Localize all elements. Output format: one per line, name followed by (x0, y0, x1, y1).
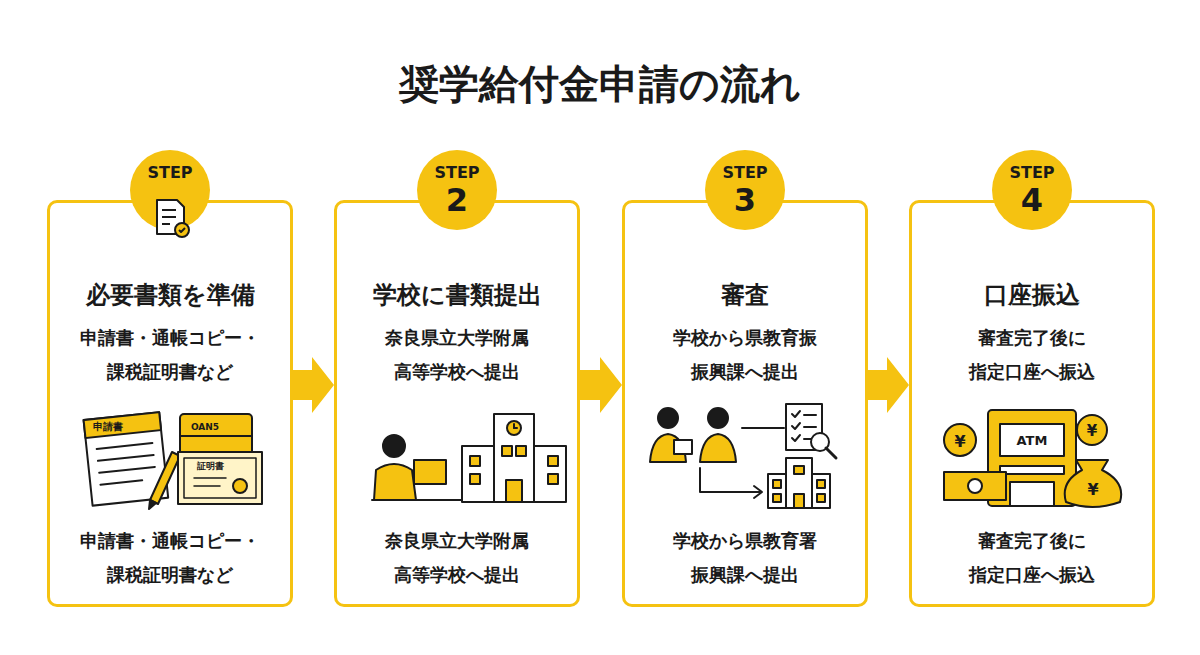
illustration-label: ¥ (1087, 422, 1097, 440)
step-number: 3 (705, 182, 785, 218)
step-badge: STEP3 (705, 150, 785, 230)
illustration-label: ¥ (954, 432, 965, 451)
step-word: STEP (705, 164, 785, 182)
flow-arrow (293, 357, 334, 413)
diagram-title: 奨学給付金申請の流れ (0, 58, 1200, 110)
step-badge: STEP4 (992, 150, 1072, 230)
step-description: 奈良県立大学附属 高等学校へ提出 (345, 321, 569, 389)
step-description: 奈良県立大学附属 高等学校へ提出 (345, 524, 569, 592)
illustration-space (58, 389, 282, 514)
step-card: 必要書類を準備申請書・通帳コピー・ 課税証明書など申請書・通帳コピー・ 課税証明… (47, 200, 293, 607)
step-word: STEP (992, 164, 1072, 182)
flow-arrow (580, 357, 622, 413)
illustration-label: ¥ (1087, 480, 1098, 499)
step-card: 学校に書類提出奈良県立大学附属 高等学校へ提出奈良県立大学附属 高等学校へ提出S… (334, 200, 580, 607)
illustration-label: 証明書 (197, 460, 224, 473)
step-description: 学校から県教育署 振興課へ提出 (633, 524, 857, 592)
step-description: 審査完了後に 指定口座へ振込 (920, 524, 1144, 592)
step-badge: STEP2 (417, 150, 497, 230)
illustration-label: OAN5 (191, 422, 219, 432)
step-description: 申請書・通帳コピー・ 課税証明書など (58, 524, 282, 592)
step-number: 4 (992, 182, 1072, 218)
illustration-space (633, 389, 857, 514)
illustration-label: 申請書 (93, 420, 123, 434)
illustration-label: ATM (1017, 433, 1048, 448)
step-description: 学校から県教育振 振興課へ提出 (633, 321, 857, 389)
step-heading: 口座振込 (920, 279, 1144, 311)
step-word: STEP (130, 164, 210, 182)
step-badge: STEP (130, 150, 210, 230)
illustration-space (345, 389, 569, 514)
step-description: 審査完了後に 指定口座へ振込 (920, 321, 1144, 389)
step-heading: 必要書類を準備 (58, 279, 282, 311)
step-description: 申請書・通帳コピー・ 課税証明書など (58, 321, 282, 389)
step-heading: 学校に書類提出 (345, 279, 569, 311)
step-number: 2 (417, 182, 497, 218)
step-card: 口座振込審査完了後に 指定口座へ振込審査完了後に 指定口座へ振込STEP4 (909, 200, 1155, 607)
step-card: 審査学校から県教育振 振興課へ提出学校から県教育署 振興課へ提出STEP3 (622, 200, 868, 607)
step-word: STEP (417, 164, 497, 182)
step-heading: 審査 (633, 279, 857, 311)
flow-arrow (868, 357, 909, 413)
illustration-space (920, 389, 1144, 514)
